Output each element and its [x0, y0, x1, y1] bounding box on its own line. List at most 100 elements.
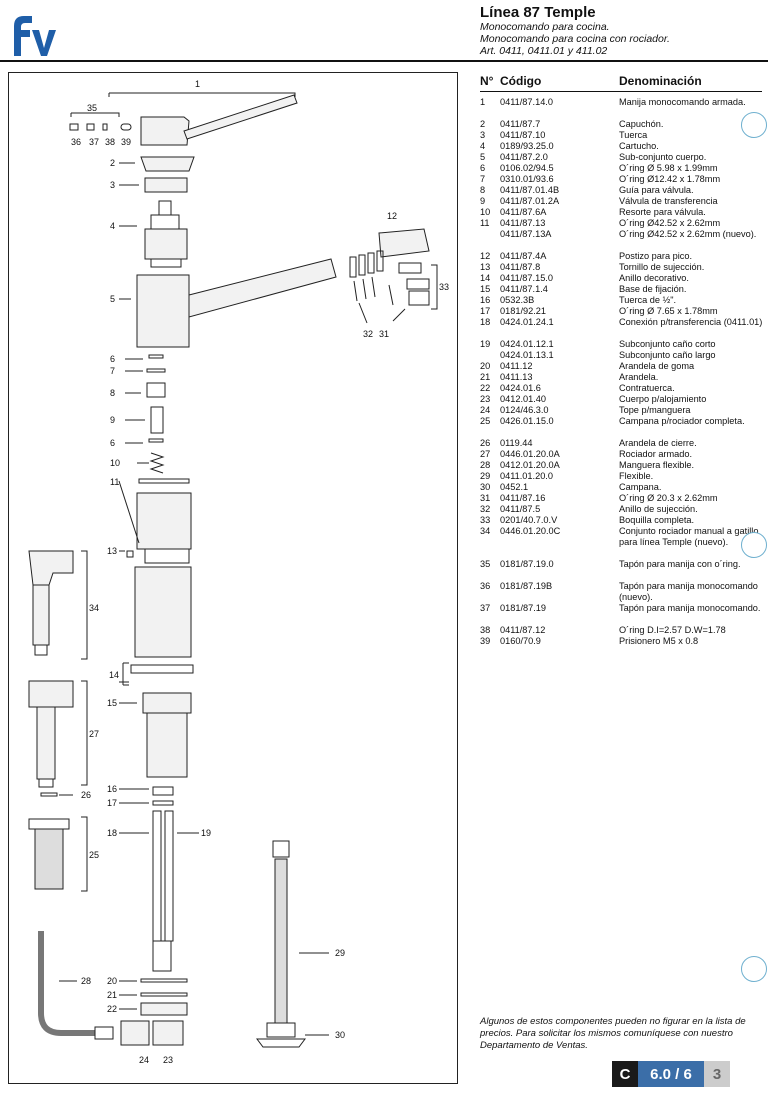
- badge-total: 3: [704, 1061, 730, 1087]
- row-description: Prisionero M5 x 0.8: [619, 636, 699, 646]
- row-description: Manija monocomando armada.: [619, 97, 746, 107]
- row-number: 8: [480, 185, 486, 195]
- row-code: 0411/87.12: [500, 625, 546, 635]
- callout-20: 20: [107, 976, 117, 986]
- callout-18: 18: [107, 828, 117, 838]
- callout-30: 30: [335, 1030, 345, 1040]
- row-description: Subconjunto caño largo: [619, 350, 716, 360]
- row-number: 6: [480, 163, 486, 173]
- row-description: Tuerca: [619, 130, 648, 140]
- row-description: Manguera flexible.: [619, 460, 695, 470]
- row-description: Subconjunto caño corto: [619, 339, 716, 349]
- binder-hole: [741, 956, 767, 982]
- row-code: 0201/40.7.0.V: [500, 515, 558, 525]
- row-number: 22: [480, 383, 491, 393]
- row-code: 0411/87.5: [500, 504, 541, 514]
- nut-part: [144, 177, 188, 193]
- row-description: O´ring D.I=2.57 D.W=1.78: [619, 625, 726, 635]
- row-description: Anillo de sujección.: [619, 504, 698, 514]
- row-code: 0411/87.4A: [500, 251, 547, 261]
- row-description: Flexible.: [619, 471, 654, 481]
- row-code: 0411.12: [500, 361, 533, 371]
- badge-page: 6.0 / 6: [638, 1061, 704, 1087]
- row-number: 23: [480, 394, 491, 404]
- badge-letter: C: [612, 1061, 638, 1087]
- row-number: 31: [480, 493, 491, 503]
- binder-hole: [741, 112, 767, 138]
- row-number: 9: [480, 196, 486, 206]
- row-code: 0424.01.12.1: [500, 339, 554, 349]
- callout-17: 17: [107, 798, 117, 808]
- row-description: Tapón para manija monocomando (nuevo).: [619, 581, 758, 602]
- row-number: 18: [480, 317, 491, 327]
- row-code: 0411/87.13A: [500, 229, 552, 239]
- row-code: 0411/87.14.0: [500, 97, 553, 107]
- callout-5: 5: [110, 294, 115, 304]
- row-code: 0189/93.25.0: [500, 141, 554, 151]
- row-code: 0106.02/94.5: [500, 163, 554, 173]
- row-description: Cuerpo p/alojamiento: [619, 394, 707, 404]
- col-header-name: Denominación: [619, 74, 702, 88]
- callout-16: 16: [107, 784, 117, 794]
- diagram-svg: 1 35 36 37 38 39 2 3 4 12 5 33 32 31 6 7…: [28, 79, 449, 1065]
- row-code: 0412.01.20.0A: [500, 460, 560, 470]
- row-code: 0411/87.10: [500, 130, 546, 140]
- callout-31: 31: [379, 329, 389, 339]
- row-code: 0411/87.16: [500, 493, 546, 503]
- row-code: 0411/87.15.0: [500, 273, 553, 283]
- callout-29: 29: [335, 948, 345, 958]
- row-description: Tope p/manguera: [619, 405, 691, 415]
- fv-logo: fv: [8, 6, 56, 58]
- row-number: 29: [480, 471, 491, 481]
- callout-32: 32: [363, 329, 373, 339]
- row-number: 37: [480, 603, 491, 613]
- row-description: Postizo para pico.: [619, 251, 693, 261]
- row-code: 0160/70.9: [500, 636, 541, 646]
- row-code: 0446.01.20.0A: [500, 449, 560, 459]
- callout-19: 19: [201, 828, 211, 838]
- table-row: 0411/87.13A O´ring Ø42.52 x 2.62mm (nuevo…: [480, 229, 765, 251]
- row-description: Base de fijación.: [619, 284, 687, 294]
- callout-26: 26: [81, 790, 91, 800]
- callout-22: 22: [107, 1004, 117, 1014]
- table-row: 12 0411/87.4A Postizo para pico.: [480, 251, 765, 262]
- row-code: 0446.01.20.0C: [500, 526, 561, 536]
- row-number: 12: [480, 251, 491, 261]
- callout-14: 14: [109, 670, 119, 680]
- row-description: O´ring Ø42.52 x 2.62mm (nuevo).: [619, 229, 757, 239]
- row-description: Boquilla completa.: [619, 515, 695, 525]
- cap-part: [140, 156, 195, 172]
- row-number: 15: [480, 284, 491, 294]
- row-number: 7: [480, 174, 486, 184]
- row-code: 0411/87.6A: [500, 207, 547, 217]
- binder-hole: [741, 532, 767, 558]
- row-number: 10: [480, 207, 491, 217]
- row-description: Anillo decorativo.: [619, 273, 689, 283]
- row-description: O´ring Ø12.42 x 1.78mm: [619, 174, 721, 184]
- callout-15: 15: [107, 698, 117, 708]
- row-description: Resorte para válvula.: [619, 207, 706, 217]
- row-code: 0426.01.15.0: [500, 416, 554, 426]
- row-description: Rociador armado.: [619, 449, 693, 459]
- row-code: 0411/87.2.0: [500, 152, 548, 162]
- row-description: Arandela de goma: [619, 361, 695, 371]
- row-code: 0181/87.19B: [500, 581, 553, 591]
- body-part: [136, 274, 190, 348]
- row-code: 0411/87.8: [500, 262, 541, 272]
